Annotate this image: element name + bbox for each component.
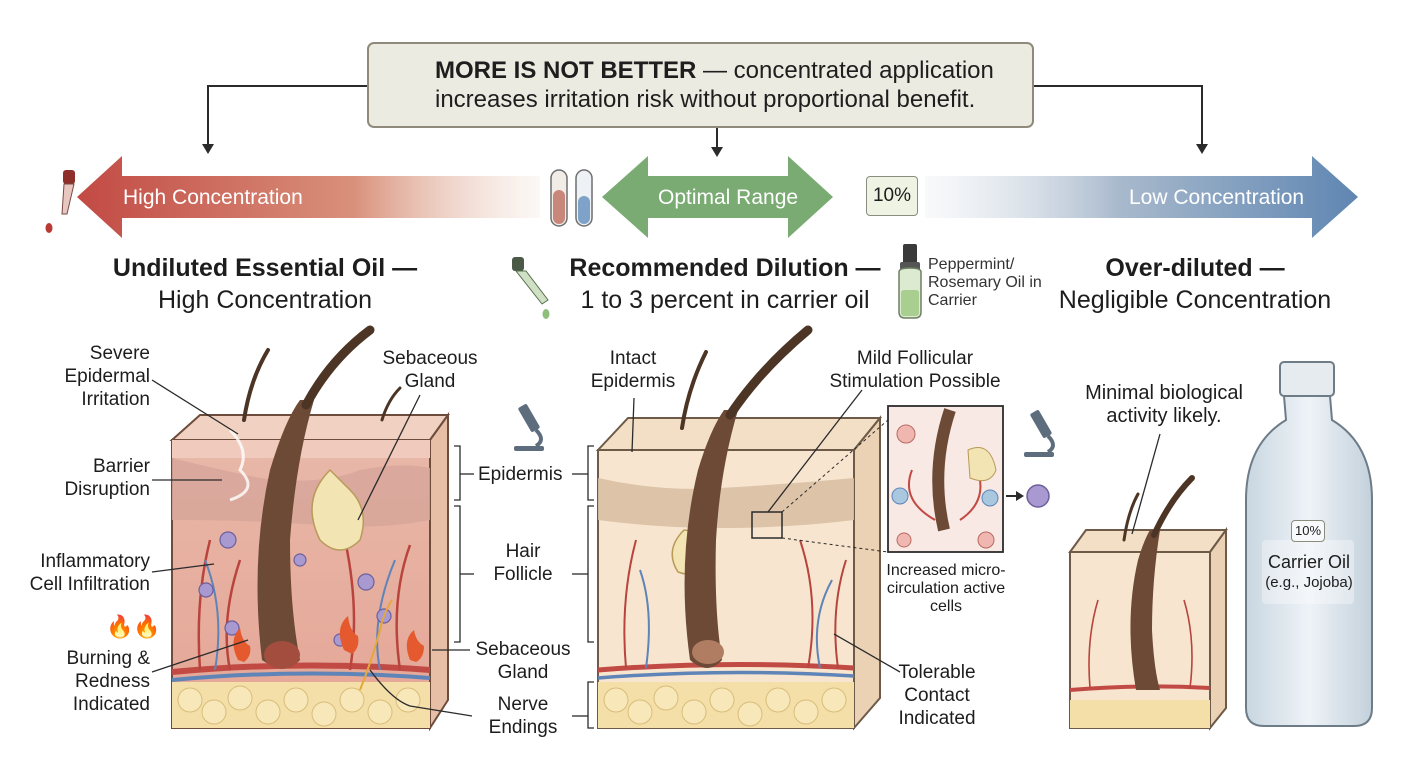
inflammatory-infiltration-label: Inflammatory Cell Infiltration <box>29 551 150 595</box>
warning-banner-rest: — concentrated application increases irr… <box>435 57 994 113</box>
warning-banner <box>367 42 1034 128</box>
right-column-heading: Over-diluted — Negligible Concentration <box>1040 252 1350 316</box>
micro-circulation-label: Increased micro-circulation active cells <box>886 562 1006 615</box>
intact-epidermis-label: Intact Epidermis <box>590 348 676 392</box>
carrier-oil-label: Carrier Oil <box>1267 552 1350 572</box>
dropper-icon-green <box>512 257 550 319</box>
warning-banner-text: MORE IS NOT BETTER — concentrated applic… <box>435 56 1025 114</box>
high-concentration-label: High Concentration <box>123 186 303 209</box>
low-concentration-arrow <box>925 156 1358 238</box>
dropper-icon-red <box>45 170 75 233</box>
right-column-title: Over-diluted — <box>1105 254 1285 282</box>
essential-oil-bottle-icon <box>898 244 922 319</box>
micro-circulation-inset <box>887 405 1004 553</box>
low-concentration-label: Low Concentration <box>1129 186 1305 209</box>
barrier-disruption-label: Barrier Disruption <box>64 456 150 500</box>
middle-leader-lines <box>631 389 1161 673</box>
hair-follicle-label: Hair Follicle <box>493 541 553 585</box>
nerve-endings-label: Nerve Endings <box>488 694 558 738</box>
high-concentration-arrow <box>77 156 540 238</box>
left-column-heading: Undiluted Essential Oil — High Concentra… <box>80 252 450 316</box>
optimal-range-label: Optimal Range <box>658 186 799 209</box>
minimal-effect-skin-cross-section <box>1068 475 1228 731</box>
fire-icon: 🔥🔥 <box>106 614 161 639</box>
optimal-range-arrow <box>602 156 833 238</box>
epidermis-label: Epidermis <box>478 464 563 485</box>
middle-column-heading: Recommended Dilution — 1 to 3 percent in… <box>555 252 895 316</box>
microscope-icon-left <box>514 404 544 451</box>
follicular-stimulation-label: Mild Follicular Stimulation Possible <box>829 348 1001 392</box>
healthy-skin-cross-section <box>595 325 889 731</box>
middle-column-subtitle: 1 to 3 percent in carrier oil <box>580 286 870 314</box>
severe-irritation-label: Severe Epidermal Irritation <box>64 343 150 410</box>
active-cell-icon <box>1026 484 1050 508</box>
microscope-icon-right <box>1024 410 1055 457</box>
middle-column-title: Recommended Dilution — <box>569 254 881 282</box>
percent-badge: 10% <box>866 176 918 216</box>
bottle-percent-badge: 10% <box>1291 520 1325 542</box>
left-column-subtitle: High Concentration <box>157 286 372 314</box>
connector-arrowheads <box>202 144 1208 157</box>
left-column-title: Undiluted Essential Oil — <box>112 254 418 282</box>
left-leader-lines <box>151 379 421 673</box>
banner-connectors <box>207 85 1203 150</box>
carrier-oil-example: (e.g., Jojoba) <box>1265 574 1353 591</box>
burning-redness-label: Burning & Redness Indicated <box>66 648 150 715</box>
tolerable-contact-label: Tolerable Contact Indicated <box>898 662 976 729</box>
right-column-subtitle: Negligible Concentration <box>1058 286 1332 314</box>
center-brackets <box>369 445 594 729</box>
test-tubes-icon <box>550 169 593 227</box>
carrier-oil-bottle-icon <box>1245 361 1373 727</box>
bottle-label: Peppermint/ Rosemary Oil in Carrier <box>928 256 1042 309</box>
sebaceous-gland-label-center: Sebaceous Gland <box>475 639 571 683</box>
sebaceous-gland-label-left: Sebaceous Gland <box>382 348 478 392</box>
warning-banner-strong: MORE IS NOT BETTER <box>435 57 697 84</box>
minimal-activity-label: Minimal biological activity likely. <box>1085 382 1243 427</box>
